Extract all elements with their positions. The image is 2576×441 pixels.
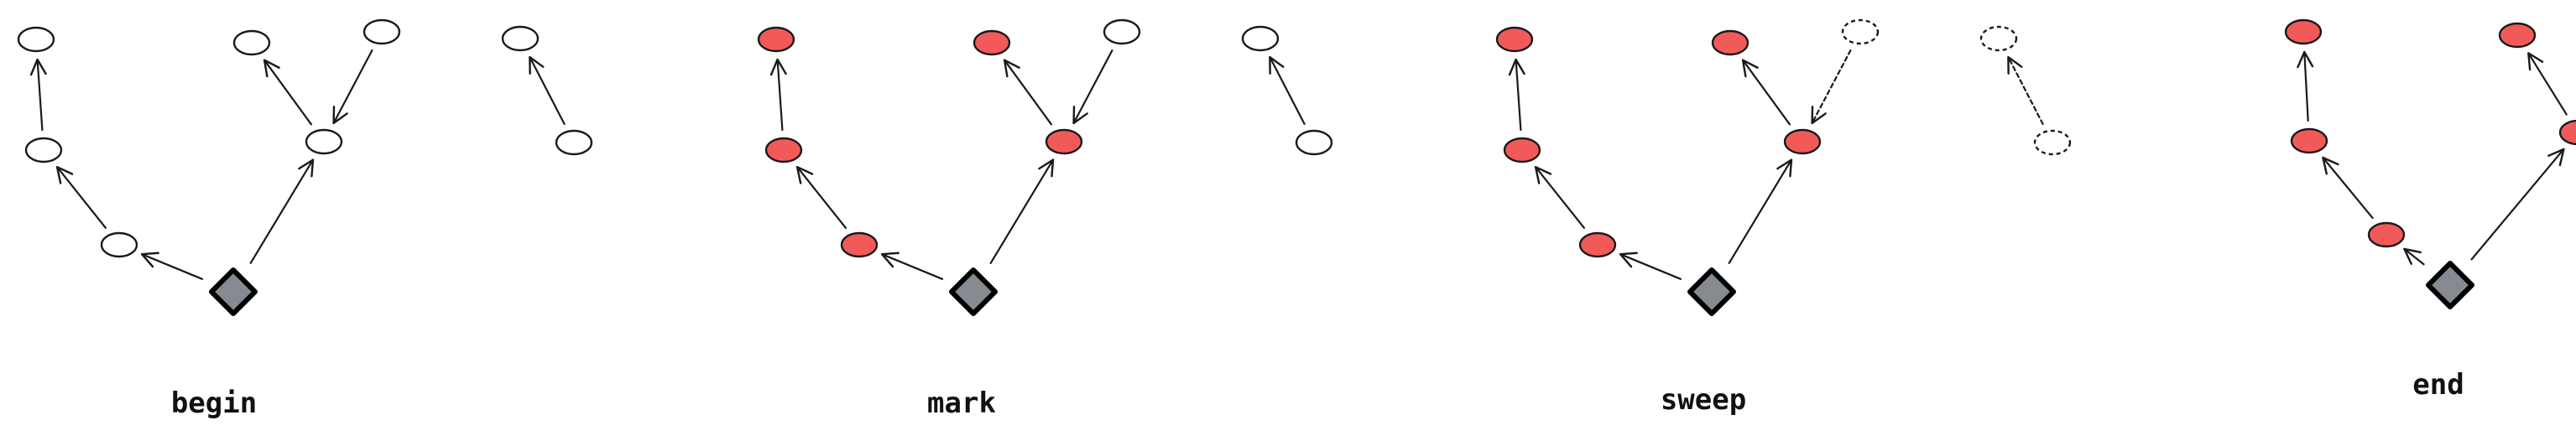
stage-label-mark: mark [927,387,996,420]
edge-n3-n2 [55,165,107,229]
edge-n2-n1 [2297,50,2314,122]
panel-begin: begin [17,18,593,420]
object-node-n4 [1711,29,1749,56]
edge-n5-n4 [263,59,312,126]
edge-n6-n5 [332,49,373,125]
edge-root-n5 [1728,158,1793,264]
object-node-n4 [2498,22,2537,49]
edge-n2-n1 [1508,58,1525,132]
edge-root-n3 [2403,247,2425,266]
object-node-n4 [232,29,271,56]
object-node-n1 [1495,26,1534,53]
object-node-g1 [1979,25,2018,52]
object-node-g1 [1241,25,1280,52]
object-node-n3 [1578,231,1617,258]
object-node-n5 [1045,128,1083,155]
object-node-n2 [1503,137,1541,163]
object-node-n1 [17,26,55,53]
object-node-n1 [757,26,795,53]
stage-label-begin: begin [171,387,257,420]
edge-root-n5 [2470,148,2565,261]
object-node-n6 [362,18,401,45]
panel-mark: mark [757,18,1333,420]
edge-root-n5 [989,158,1055,264]
edge-n2-n1 [769,58,787,132]
edge-root-n5 [249,158,315,264]
root-node [1687,267,1736,316]
root-node [2426,261,2474,309]
edge-n6-n5 [1072,49,1113,125]
object-node-g1 [501,25,540,52]
object-node-n1 [2284,18,2323,45]
edge-root-n3 [1619,252,1682,280]
object-node-n2 [2290,127,2328,154]
edge-n5-n4 [1741,59,1791,126]
edge-n5-n4 [1003,59,1052,126]
stage-label-sweep: sweep [1661,383,1746,417]
edge-n5-n4 [2527,52,2568,116]
object-node-n3 [2367,221,2406,248]
edge-root-n3 [880,252,944,280]
object-node-n5 [2558,119,2576,146]
object-node-n2 [764,137,803,163]
edge-n3-n2 [795,165,847,229]
object-node-n5 [305,128,343,155]
object-node-g2 [1295,129,1333,156]
root-node [949,267,998,316]
object-node-n6 [1103,18,1141,45]
edge-g2-g1 [1269,55,1306,125]
object-node-g2 [555,129,593,156]
edge-g2-g1 [529,55,566,125]
object-node-n3 [100,231,138,258]
object-node-n3 [840,231,879,258]
panel-end: end [2284,18,2576,402]
object-node-n2 [24,137,63,163]
object-node-n4 [973,29,1011,56]
object-node-n5 [1783,128,1822,155]
edge-n2-n1 [29,58,47,132]
object-node-g2 [2033,129,2072,156]
object-node-n6 [1841,18,1880,45]
panel-sweep: sweep [1495,18,2072,417]
stage-label-end: end [2412,368,2464,402]
edge-root-n3 [140,252,204,280]
edge-n3-n2 [1534,165,1586,229]
edge-g2-g1 [2007,55,2044,125]
root-node [209,267,258,316]
edge-n6-n5 [1811,49,1852,125]
edge-n3-n2 [2322,156,2374,220]
